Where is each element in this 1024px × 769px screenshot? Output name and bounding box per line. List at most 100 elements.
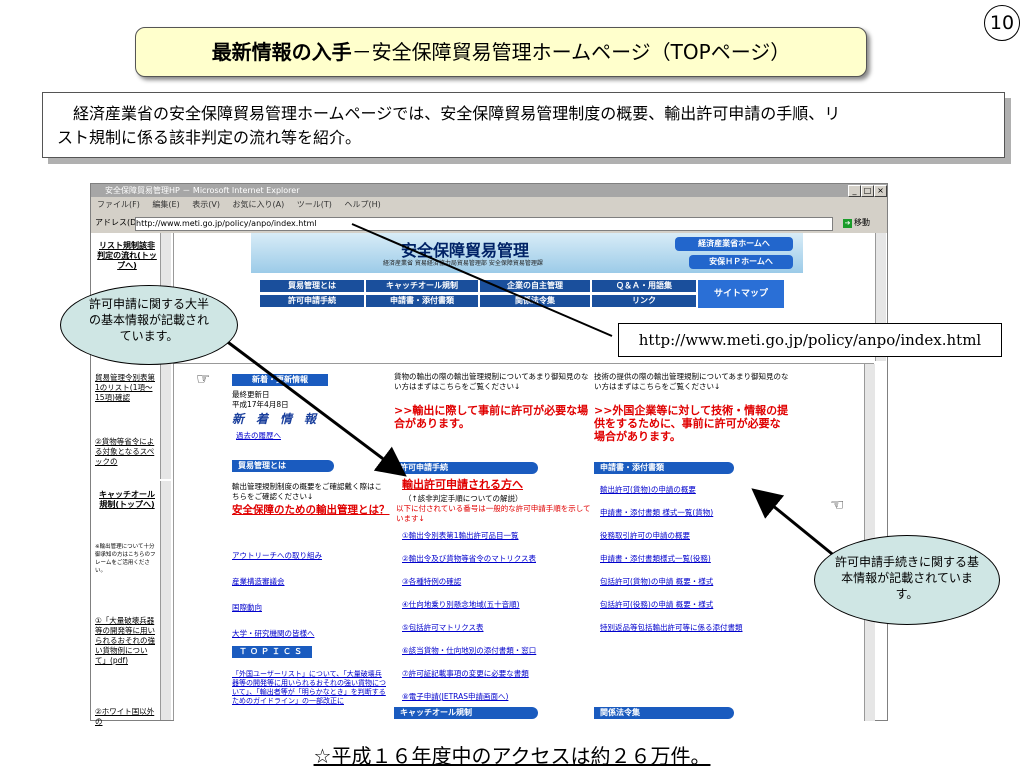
left-top-link[interactable]: リスト規制該非判定の流れ(トップへ) bbox=[97, 241, 157, 270]
address-label: アドレス(D) bbox=[95, 218, 140, 227]
left-link-4[interactable]: ②ホワイト国以外の bbox=[95, 707, 155, 726]
trade-link-outreach[interactable]: アウトリーチへの取り組み bbox=[232, 551, 322, 560]
permit-note: 以下に付されている番号は一般的な許可申請手順を示しています↓ bbox=[396, 504, 591, 523]
permit-link-3[interactable]: ③各種特例の確認 bbox=[402, 577, 462, 586]
nav-trade-control[interactable]: 貿易管理とは bbox=[259, 279, 365, 293]
site-subtitle: 経済産業省 貿易経済協力局貿易管理部 安全保障貿易管理課 bbox=[383, 260, 543, 267]
intro-line-1: 経済産業省の安全保障貿易管理ホームページでは、安全保障貿易管理制度の概要、輸出許… bbox=[57, 104, 841, 123]
left-callout: 許可申請に関する大半の基本情報が記載されています。 bbox=[60, 285, 238, 365]
window-title: 安全保障貿易管理HP － Microsoft Internet Explorer bbox=[105, 186, 300, 195]
permit-link-1[interactable]: ①輸出令別表第1輸出許可品目一覧 bbox=[402, 531, 519, 540]
go-arrow-icon: ➔ bbox=[843, 219, 852, 228]
left-link-2[interactable]: ②貨物等省令による対象となるスペックの bbox=[95, 437, 155, 466]
page-number: 10 bbox=[984, 5, 1020, 41]
pointing-hand-icon: ☞ bbox=[196, 369, 211, 388]
nav-laws[interactable]: 関係法令集 bbox=[479, 294, 591, 308]
anpo-home-button[interactable]: 安保ＨＰホームへ bbox=[689, 255, 793, 269]
nav-self-management[interactable]: 企業の自主管理 bbox=[479, 279, 591, 293]
menu-bar: ファイル(F) 編集(E) 表示(V) お気に入り(A) ツール(T) ヘルプ(… bbox=[91, 197, 887, 213]
permit-link-6[interactable]: ⑥該当貨物・仕向地別の添付書類・窓口 bbox=[402, 646, 537, 655]
forms-link-7[interactable]: 特別返品等包括輸出許可等に係る添付書類 bbox=[600, 623, 743, 632]
updated-label: 最終更新日 bbox=[232, 390, 270, 399]
window-titlebar: 安全保障貿易管理HP － Microsoft Internet Explorer… bbox=[91, 184, 887, 197]
permit-link-7[interactable]: ⑦許可証記載事項の変更に必要な書類 bbox=[402, 669, 529, 678]
right-callout: 許可申請手続きに関する基本情報が記載されています。 bbox=[814, 535, 1000, 625]
minimize-button[interactable]: _ bbox=[848, 185, 861, 197]
menu-help[interactable]: ヘルプ(H) bbox=[344, 200, 381, 209]
left-catch-link[interactable]: キャッチオール規制(トップへ) bbox=[99, 490, 155, 509]
menu-file[interactable]: ファイル(F) bbox=[97, 200, 140, 209]
left-link-3[interactable]: ①「大量破壊兵器等の開発等に用いられるおそれの強い貨物例について」(pdf) bbox=[95, 616, 155, 665]
left-callout-text: 許可申請に関する大半の基本情報が記載されています。 bbox=[89, 297, 210, 343]
section-permit-procedure[interactable]: 許可申請手続 bbox=[394, 462, 538, 474]
forms-link-5[interactable]: 包括許可(貨物)の申請 概要・様式 bbox=[600, 577, 714, 586]
news-past-link[interactable]: 過去の履歴へ bbox=[236, 431, 281, 440]
tech-red-link[interactable]: >>外国企業等に対して技術・情報の提供をするために、事前に許可が必要な場合があり… bbox=[594, 404, 789, 443]
permit-link-5[interactable]: ⑤包括許可マトリクス表 bbox=[402, 623, 484, 632]
news-title[interactable]: 新 着 情 報 bbox=[232, 412, 317, 426]
section-forms[interactable]: 申請書・添付書類 bbox=[594, 462, 734, 474]
trade-note: 輸出管理規制制度の概要をご確認戴く際はこちらをご確認ください↓ bbox=[232, 482, 382, 501]
topics-text[interactable]: 「外国ユーザーリスト」について、「大量破壊兵器等の開発等に用いられるおそれの強い… bbox=[232, 670, 386, 705]
nav-permit-procedure[interactable]: 許可申請手続 bbox=[259, 294, 365, 308]
forms-link-6[interactable]: 包括許可(役務)の申請 概要・様式 bbox=[600, 600, 714, 609]
pointing-hand-icon-right: ☜ bbox=[830, 495, 845, 514]
page-frame: リスト規制該非判定の流れ(トップへ) 貿易管理令別表第1のリスト(1項〜15項)… bbox=[91, 233, 887, 726]
permit-link-2[interactable]: ②輸出令及び貨物等省令のマトリクス表 bbox=[402, 554, 536, 563]
topics-label: ＴＯＰＩＣＳ bbox=[232, 646, 312, 658]
go-button[interactable]: ➔移動 bbox=[843, 216, 883, 230]
section-laws[interactable]: 関係法令集 bbox=[594, 707, 734, 719]
nav-catch-all[interactable]: キャッチオール規制 bbox=[365, 279, 479, 293]
slide-title-rest: －安全保障貿易管理ホームページ（TOPページ） bbox=[351, 40, 791, 64]
maximize-button[interactable]: □ bbox=[861, 185, 874, 197]
sitemap-button[interactable]: サイトマップ bbox=[697, 279, 785, 309]
left-link-1[interactable]: 貿易管理令別表第1のリスト(1項〜15項)確認 bbox=[95, 373, 155, 402]
menu-favorites[interactable]: お気に入り(A) bbox=[232, 200, 285, 209]
header-scrollbar[interactable] bbox=[875, 233, 886, 361]
trade-link-council[interactable]: 産業構造審議会 bbox=[232, 577, 285, 586]
slide-title-bold: 最新情報の入手 bbox=[211, 40, 352, 64]
section-catch-all[interactable]: キャッチオール規制 bbox=[394, 707, 538, 719]
forms-link-3[interactable]: 役務取引許可の申請の概要 bbox=[600, 531, 690, 540]
permit-link-4[interactable]: ④仕向地乗り別懸念地域(五十音順) bbox=[402, 600, 520, 609]
nav-links[interactable]: リンク bbox=[591, 294, 697, 308]
access-count-note: ☆平成１６年度中のアクセスは約２６万件。 bbox=[313, 744, 711, 768]
address-value: http://www.meti.go.jp/policy/anpo/index.… bbox=[136, 219, 317, 228]
intro-text: 経済産業省の安全保障貿易管理ホームページでは、安全保障貿易管理制度の概要、輸出許… bbox=[57, 102, 997, 150]
site-banner: 安全保障貿易管理 経済産業省 貿易経済協力局貿易管理部 安全保障貿易管理課 経済… bbox=[251, 233, 803, 273]
section-trade-control[interactable]: 貿易管理とは bbox=[232, 460, 334, 472]
permit-link-8[interactable]: ⑧電子申請(JETRAS申請画面へ) bbox=[402, 692, 509, 701]
left-small-note: ※輸出管理について十分御承知の方はこちらのフレームをご活用ください。 bbox=[95, 544, 156, 574]
menu-edit[interactable]: 編集(E) bbox=[152, 200, 180, 209]
browser-window: 安全保障貿易管理HP － Microsoft Internet Explorer… bbox=[90, 183, 888, 726]
intro-line-2: スト規制に係る該非判定の流れ等を紹介。 bbox=[57, 128, 362, 147]
forms-link-1[interactable]: 輸出許可(貨物)の申請の概要 bbox=[600, 485, 696, 494]
go-label: 移動 bbox=[854, 218, 870, 227]
goods-note: 貨物の輸出の際の輸出管理規制についてあまり御知見のない方はまずはこちらをご覧くだ… bbox=[394, 372, 589, 391]
nav-qa-glossary[interactable]: Ｑ＆Ａ・用語集 bbox=[591, 279, 697, 293]
trade-link-university[interactable]: 大学・研究機関の皆様へ bbox=[232, 629, 315, 638]
trade-link-international[interactable]: 国際動向 bbox=[232, 603, 262, 612]
trade-red-link[interactable]: 安全保障のための輸出管理とは？ bbox=[232, 504, 390, 516]
updated-date: 平成17年4月8日 bbox=[232, 400, 289, 409]
close-button[interactable]: × bbox=[874, 185, 887, 197]
goods-red-link[interactable]: >>輸出に際して事前に許可が必要な場合があります。 bbox=[394, 404, 589, 430]
left-bottom-scrollbar[interactable] bbox=[160, 481, 171, 720]
permit-red-link[interactable]: 輸出許可申請される方へ bbox=[402, 478, 523, 491]
intro-box: 経済産業省の安全保障貿易管理ホームページでは、安全保障貿易管理制度の概要、輸出許… bbox=[42, 92, 1005, 158]
right-callout-arrow bbox=[751, 488, 843, 564]
nav-forms[interactable]: 申請書・添付書類 bbox=[365, 294, 479, 308]
slide-title-box: 最新情報の入手－安全保障貿易管理ホームページ（TOPページ） bbox=[135, 27, 867, 77]
menu-view[interactable]: 表示(V) bbox=[192, 200, 220, 209]
address-input[interactable]: http://www.meti.go.jp/policy/anpo/index.… bbox=[135, 217, 833, 231]
site-title: 安全保障貿易管理 bbox=[401, 241, 530, 260]
forms-link-4[interactable]: 申請書・添付書類様式一覧(役務) bbox=[600, 554, 711, 563]
right-callout-text: 許可申請手続きに関する基本情報が記載されています。 bbox=[834, 555, 979, 601]
tech-note: 技術の提供の際の輸出管理規制についてあまり御知見のない方はまずはこちらをご覧くだ… bbox=[594, 372, 789, 391]
url-label: http://www.meti.go.jp/policy/anpo/index.… bbox=[618, 323, 1002, 357]
forms-link-2[interactable]: 申請書・添付書類 様式一覧(貨物) bbox=[600, 508, 714, 517]
meti-home-button[interactable]: 経済産業省ホームへ bbox=[675, 237, 793, 251]
url-pointer-line bbox=[351, 223, 613, 337]
menu-tools[interactable]: ツール(T) bbox=[296, 200, 332, 209]
